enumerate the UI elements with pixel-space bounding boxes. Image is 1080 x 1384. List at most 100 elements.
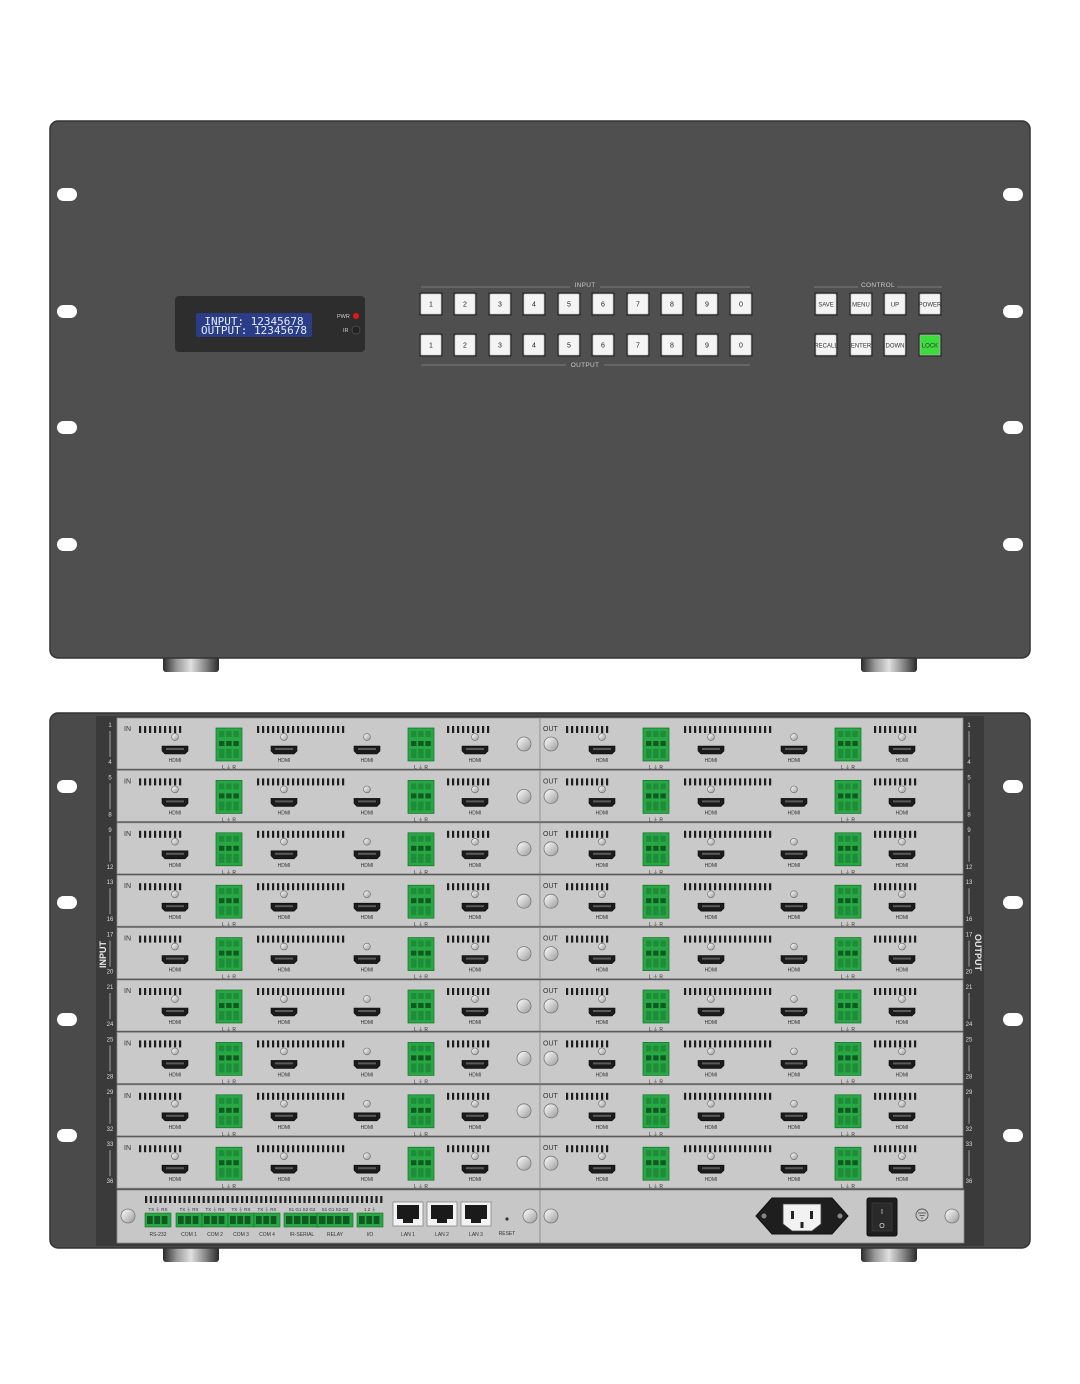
lock-button[interactable]: LOCK — [918, 333, 942, 357]
audio-terminal-block[interactable]: L ⏚ R — [642, 1094, 670, 1138]
hdmi-port[interactable]: HDMI — [270, 942, 298, 974]
hdmi-port[interactable]: HDMI — [780, 838, 808, 869]
audio-terminal-block[interactable]: L ⏚ R — [642, 832, 670, 876]
hdmi-port[interactable]: HDMI — [270, 890, 298, 921]
hdmi-port[interactable]: HDMI — [353, 785, 381, 816]
audio-terminal-block[interactable]: L ⏚ R — [215, 1042, 243, 1085]
hdmi-port[interactable]: HDMI — [697, 890, 725, 921]
hdmi-port[interactable]: HDMI — [780, 890, 808, 921]
hdmi-port[interactable]: HDMI — [888, 995, 916, 1026]
audio-terminal-block[interactable]: L ⏚ R — [215, 727, 243, 771]
hdmi-port[interactable]: HDMI — [697, 995, 725, 1026]
audio-terminal-block[interactable]: L ⏚ R — [642, 884, 670, 928]
input-button-2[interactable]: 2 — [453, 292, 477, 316]
hdmi-port[interactable]: HDMI — [461, 1152, 489, 1183]
output-button-7[interactable]: 7 — [626, 333, 650, 357]
output-button-3[interactable]: 3 — [488, 333, 512, 357]
hdmi-port[interactable]: HDMI — [461, 1047, 489, 1078]
audio-terminal-block[interactable]: L ⏚ R — [407, 989, 435, 1033]
output-button-0[interactable]: 0 — [729, 333, 753, 357]
ac-power-inlet[interactable] — [755, 1197, 849, 1235]
audio-terminal-block[interactable]: L ⏚ R — [642, 937, 670, 981]
audio-terminal-block[interactable]: L ⏚ R — [642, 1146, 670, 1190]
hdmi-port[interactable]: HDMI — [270, 995, 298, 1026]
hdmi-port[interactable]: HDMI — [697, 785, 725, 816]
hdmi-port[interactable]: HDMI — [888, 733, 916, 764]
hdmi-port[interactable]: HDMI — [161, 1100, 189, 1131]
input-button-0[interactable]: 0 — [729, 292, 753, 316]
hdmi-port[interactable]: HDMI — [161, 942, 189, 974]
hdmi-port[interactable]: HDMI — [461, 995, 489, 1026]
lan-port-3[interactable]: LAN 3 — [460, 1201, 492, 1238]
hdmi-port[interactable]: HDMI — [461, 1100, 489, 1131]
hdmi-port[interactable]: HDMI — [588, 733, 616, 764]
hdmi-port[interactable]: HDMI — [780, 733, 808, 764]
hdmi-port[interactable]: HDMI — [161, 995, 189, 1026]
audio-terminal-block[interactable]: L ⏚ R — [834, 780, 862, 823]
input-button-5[interactable]: 5 — [557, 292, 581, 316]
hdmi-port[interactable]: HDMI — [888, 890, 916, 921]
down-button[interactable]: DOWN — [883, 333, 907, 357]
audio-terminal-block[interactable]: L ⏚ R — [407, 937, 435, 981]
hdmi-port[interactable]: HDMI — [588, 785, 616, 816]
hdmi-port[interactable]: HDMI — [161, 838, 189, 869]
hdmi-port[interactable]: HDMI — [780, 995, 808, 1026]
audio-terminal-block[interactable]: L ⏚ R — [834, 832, 862, 876]
audio-terminal-block[interactable]: L ⏚ R — [407, 832, 435, 876]
audio-terminal-block[interactable]: L ⏚ R — [407, 727, 435, 771]
audio-terminal-block[interactable]: L ⏚ R — [834, 727, 862, 771]
reset-pinhole[interactable] — [505, 1217, 509, 1221]
hdmi-port[interactable]: HDMI — [780, 1100, 808, 1131]
audio-terminal-block[interactable]: L ⏚ R — [642, 989, 670, 1033]
hdmi-port[interactable]: HDMI — [888, 1047, 916, 1078]
hdmi-port[interactable]: HDMI — [888, 1152, 916, 1183]
audio-terminal-block[interactable]: L ⏚ R — [642, 1042, 670, 1085]
hdmi-port[interactable]: HDMI — [697, 942, 725, 974]
hdmi-port[interactable]: HDMI — [353, 995, 381, 1026]
audio-terminal-block[interactable]: L ⏚ R — [215, 780, 243, 823]
hdmi-port[interactable]: HDMI — [780, 1152, 808, 1183]
hdmi-port[interactable]: HDMI — [461, 838, 489, 869]
hdmi-port[interactable]: HDMI — [461, 785, 489, 816]
output-button-5[interactable]: 5 — [557, 333, 581, 357]
hdmi-port[interactable]: HDMI — [270, 1100, 298, 1131]
hdmi-port[interactable]: HDMI — [353, 1100, 381, 1131]
hdmi-port[interactable]: HDMI — [588, 942, 616, 974]
hdmi-port[interactable]: HDMI — [161, 890, 189, 921]
input-button-8[interactable]: 8 — [660, 292, 684, 316]
hdmi-port[interactable]: HDMI — [353, 838, 381, 869]
audio-terminal-block[interactable]: L ⏚ R — [215, 1146, 243, 1190]
enter-button[interactable]: ENTER — [849, 333, 873, 357]
save-button[interactable]: SAVE — [814, 292, 838, 316]
hdmi-port[interactable]: HDMI — [888, 785, 916, 816]
hdmi-port[interactable]: HDMI — [461, 890, 489, 921]
hdmi-port[interactable]: HDMI — [588, 1100, 616, 1131]
output-button-9[interactable]: 9 — [695, 333, 719, 357]
hdmi-port[interactable]: HDMI — [780, 1047, 808, 1078]
input-button-4[interactable]: 4 — [522, 292, 546, 316]
output-button-6[interactable]: 6 — [591, 333, 615, 357]
audio-terminal-block[interactable]: L ⏚ R — [642, 780, 670, 823]
hdmi-port[interactable]: HDMI — [270, 838, 298, 869]
input-button-6[interactable]: 6 — [591, 292, 615, 316]
hdmi-port[interactable]: HDMI — [888, 838, 916, 869]
hdmi-port[interactable]: HDMI — [161, 733, 189, 764]
audio-terminal-block[interactable]: L ⏚ R — [215, 937, 243, 981]
hdmi-port[interactable]: HDMI — [780, 785, 808, 816]
hdmi-port[interactable]: HDMI — [588, 995, 616, 1026]
hdmi-port[interactable]: HDMI — [697, 1100, 725, 1131]
audio-terminal-block[interactable]: L ⏚ R — [834, 1146, 862, 1190]
audio-terminal-block[interactable]: L ⏚ R — [834, 989, 862, 1033]
hdmi-port[interactable]: HDMI — [588, 838, 616, 869]
audio-terminal-block[interactable]: L ⏚ R — [642, 727, 670, 771]
hdmi-port[interactable]: HDMI — [780, 942, 808, 974]
audio-terminal-block[interactable]: L ⏚ R — [407, 884, 435, 928]
menu-button[interactable]: MENU — [849, 292, 873, 316]
hdmi-port[interactable]: HDMI — [697, 1152, 725, 1183]
hdmi-port[interactable]: HDMI — [353, 733, 381, 764]
